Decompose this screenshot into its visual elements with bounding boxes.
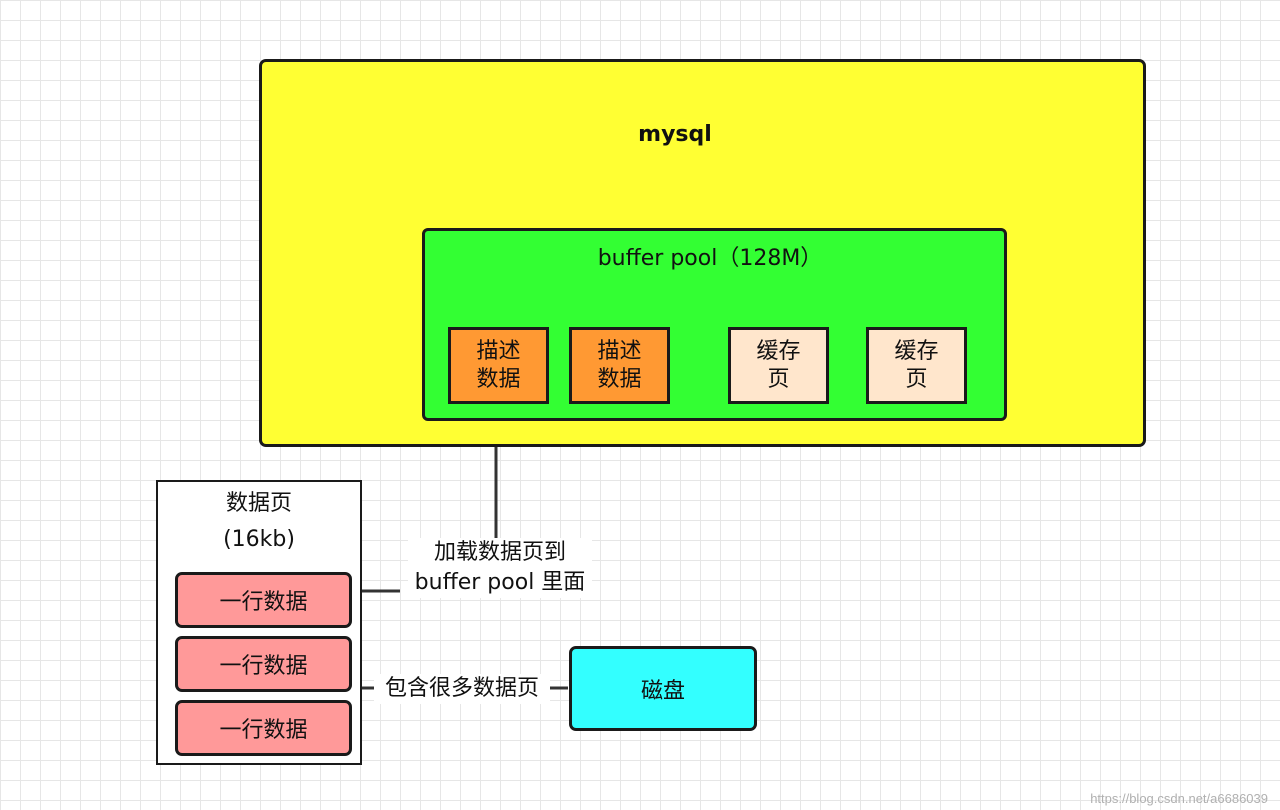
cache-page-1-line2: 页	[767, 366, 790, 392]
descriptor-block-1-line2: 数据	[476, 366, 521, 392]
disk-box: 磁盘	[569, 646, 757, 731]
watermark: https://blog.csdn.net/a6686039	[1090, 791, 1268, 806]
data-row-2: 一行数据	[175, 636, 352, 692]
data-row-3: 一行数据	[175, 700, 352, 756]
cache-page-2-line1: 缓存	[894, 338, 939, 364]
descriptor-block-1: 描述 数据	[448, 327, 549, 404]
data-row-1: 一行数据	[175, 572, 352, 628]
descriptor-block-1-line1: 描述	[476, 338, 521, 364]
descriptor-block-2-line1: 描述	[597, 338, 642, 364]
buffer-pool-label: buffer pool（128M）	[597, 246, 823, 271]
load-page-label-line2: buffer pool 里面	[414, 570, 586, 595]
cache-page-2-line2: 页	[905, 366, 928, 392]
data-page-title: 数据页 (16kb)	[156, 486, 362, 558]
disk-label: 磁盘	[640, 678, 685, 704]
load-page-label-line1: 加载数据页到	[433, 540, 566, 565]
cache-page-2: 缓存 页	[866, 327, 967, 404]
data-page-title-line2: (16kb)	[223, 527, 295, 552]
descriptor-block-2-line2: 数据	[597, 366, 642, 392]
load-page-label: 加载数据页到 buffer pool 里面	[408, 538, 592, 598]
cache-page-1-line1: 缓存	[756, 338, 801, 364]
descriptor-block-2: 描述 数据	[569, 327, 670, 404]
contains-pages-label: 包含很多数据页	[374, 674, 550, 704]
cache-page-1: 缓存 页	[728, 327, 829, 404]
mysql-label: mysql	[638, 122, 712, 147]
data-page-title-line1: 数据页	[225, 491, 292, 516]
